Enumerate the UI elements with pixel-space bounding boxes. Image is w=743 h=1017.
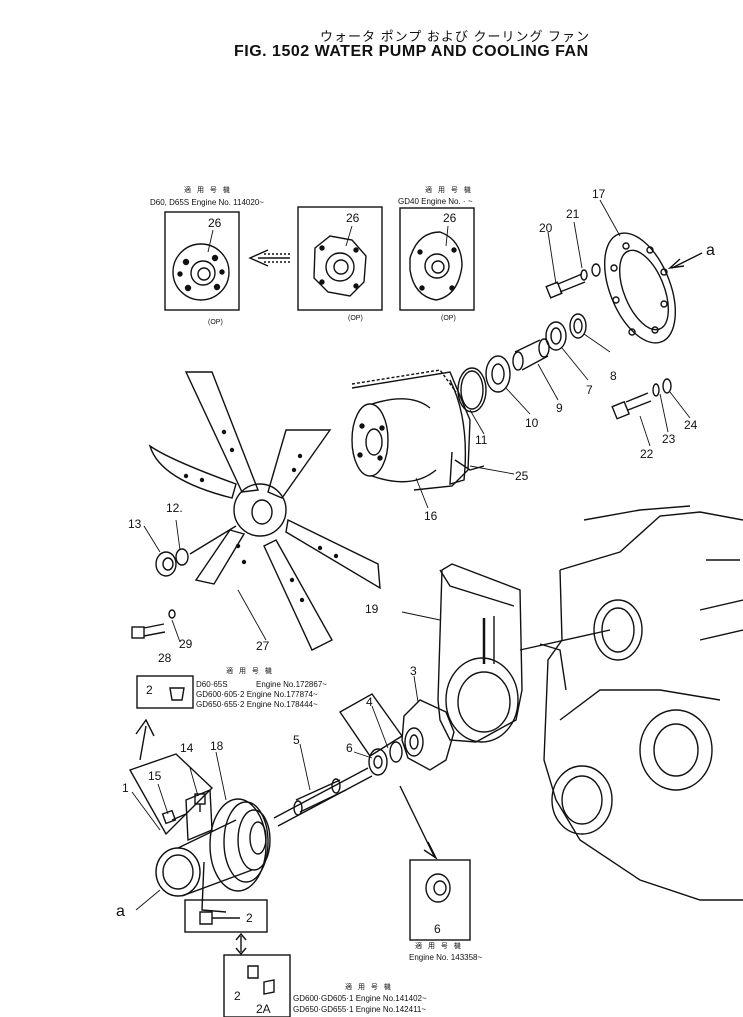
label-13: 13 bbox=[128, 517, 142, 531]
leader-lines bbox=[131, 199, 691, 911]
label-2a: 2A bbox=[256, 1002, 271, 1016]
note-top-mid-line: GD40 Engine No. · ~ bbox=[398, 197, 473, 206]
note-top-mid: 適 用 号 機 bbox=[425, 186, 473, 195]
arrow-down-right bbox=[399, 785, 438, 861]
note-mid-left-line-1b: Engine No.172867~ bbox=[256, 680, 327, 689]
note-bottom-mid-heading: 適 用 号 機 bbox=[345, 984, 393, 991]
label-14: 14 bbox=[180, 741, 194, 755]
label-7: 7 bbox=[586, 383, 593, 397]
inset-box-plug-2-bottom bbox=[184, 899, 268, 933]
label-8: 8 bbox=[610, 369, 617, 383]
label-op-a: (OP) bbox=[208, 319, 223, 326]
note-top-left-line: D60, D65S Engine No. 114020~ bbox=[150, 198, 264, 207]
label-11: 11 bbox=[475, 433, 488, 447]
bolt-22 bbox=[611, 378, 672, 420]
label-4: 4 bbox=[366, 695, 373, 709]
label-op-c: (OP) bbox=[441, 315, 456, 322]
spacer-9 bbox=[512, 338, 550, 371]
label-12: 12. bbox=[166, 501, 183, 515]
impeller-3 bbox=[401, 699, 455, 771]
label-21: 21 bbox=[566, 207, 580, 221]
note-heading: 適 用 号 機 bbox=[425, 187, 473, 194]
engine-block bbox=[519, 505, 743, 901]
label-29: 29 bbox=[179, 637, 193, 651]
arrow-a-top bbox=[667, 252, 703, 270]
label-26-a: 26 bbox=[208, 216, 222, 230]
label-6-a: 6 bbox=[346, 741, 353, 755]
fan-pulley-16 bbox=[351, 369, 471, 491]
figure-title: FIG. 1502 WATER PUMP AND COOLING FAN bbox=[234, 43, 589, 60]
shaft-5 bbox=[273, 767, 373, 827]
label-3: 3 bbox=[410, 664, 417, 678]
label-19: 19 bbox=[365, 602, 379, 616]
label-27: 27 bbox=[256, 639, 270, 653]
op-box-left bbox=[164, 211, 240, 311]
op-box-right bbox=[399, 207, 475, 311]
label-22: 22 bbox=[640, 447, 654, 461]
plug-14 bbox=[194, 793, 206, 812]
label-a-bottom: a bbox=[116, 903, 125, 920]
inset-box-plugs-2-2a bbox=[223, 954, 291, 1017]
part-labels: 26 (OP) 26 (OP) 26 (OP) 17 21 20 a 8 7 9… bbox=[116, 187, 715, 1016]
label-1: 1 bbox=[122, 781, 129, 795]
snap-ring-11 bbox=[457, 367, 487, 413]
seal-4 bbox=[389, 741, 403, 763]
label-24: 24 bbox=[684, 418, 698, 432]
nut-13 bbox=[155, 551, 177, 577]
note-bottom-right-line: Engine No. 143358~ bbox=[409, 953, 483, 962]
callout-box-4-6 bbox=[338, 693, 404, 757]
label-15: 15 bbox=[148, 769, 162, 783]
label-2-c: 2 bbox=[234, 989, 241, 1003]
fan-27 bbox=[148, 371, 381, 651]
label-26-c: 26 bbox=[443, 211, 457, 225]
label-16: 16 bbox=[424, 509, 438, 523]
note-heading: 適 用 号 機 bbox=[184, 187, 232, 194]
washer-12 bbox=[175, 525, 237, 566]
label-17: 17 bbox=[592, 187, 606, 201]
label-2-b: 2 bbox=[246, 911, 253, 925]
bracket-19 bbox=[437, 563, 523, 743]
bolt-28 bbox=[131, 609, 176, 639]
label-a-top: a bbox=[706, 242, 715, 259]
label-10: 10 bbox=[525, 416, 539, 430]
callout-box-1 bbox=[128, 753, 214, 836]
label-25: 25 bbox=[515, 469, 529, 483]
adapter-plate-17 bbox=[604, 232, 676, 344]
note-bottom-mid-line-2: GD650·GD655·1 Engine No.142411~ bbox=[293, 1005, 427, 1014]
bearing-7 bbox=[545, 321, 567, 351]
bolt-20 bbox=[545, 263, 601, 299]
label-26-b: 26 bbox=[346, 211, 360, 225]
note-bottom-right-heading: 適 用 号 機 bbox=[415, 943, 463, 950]
pump-body-1 bbox=[155, 788, 253, 913]
title-japanese: ウォータ ポンプ および クーリング ファン bbox=[320, 29, 591, 44]
arrow-up-left bbox=[135, 718, 155, 761]
label-18: 18 bbox=[210, 739, 224, 753]
label-23: 23 bbox=[662, 432, 676, 446]
label-9: 9 bbox=[556, 401, 563, 415]
pulley-18 bbox=[209, 798, 271, 892]
arrow-left bbox=[248, 249, 290, 267]
label-20: 20 bbox=[539, 221, 553, 235]
label-28: 28 bbox=[158, 651, 172, 665]
note-bottom-mid-line-1: GD600·GD605·1 Engine No.141402~ bbox=[293, 994, 427, 1003]
label-2-a: 2 bbox=[146, 683, 153, 697]
op-box-middle bbox=[297, 206, 383, 311]
note-mid-left-heading: 適 用 号 機 bbox=[226, 668, 274, 675]
inset-box-seal-6 bbox=[409, 859, 471, 941]
bearing-10 bbox=[485, 355, 511, 393]
seal-6 bbox=[368, 748, 388, 776]
label-6-b: 6 bbox=[434, 922, 441, 936]
note-top-left: 適 用 号 機 bbox=[178, 186, 232, 195]
note-mid-left-line-3: GD650·655·2 Engine No.178444~ bbox=[196, 700, 318, 709]
guard-25 bbox=[449, 379, 485, 485]
note-mid-left-line-2: GD600·605·2 Engine No.177874~ bbox=[196, 690, 318, 699]
note-mid-left-line-1: D60·65S bbox=[196, 680, 228, 689]
arrow-double bbox=[235, 932, 247, 956]
label-op-b: (OP) bbox=[348, 315, 363, 322]
inset-box-plug-2-top bbox=[136, 675, 194, 709]
label-5: 5 bbox=[293, 733, 300, 747]
seal-8 bbox=[569, 313, 587, 339]
